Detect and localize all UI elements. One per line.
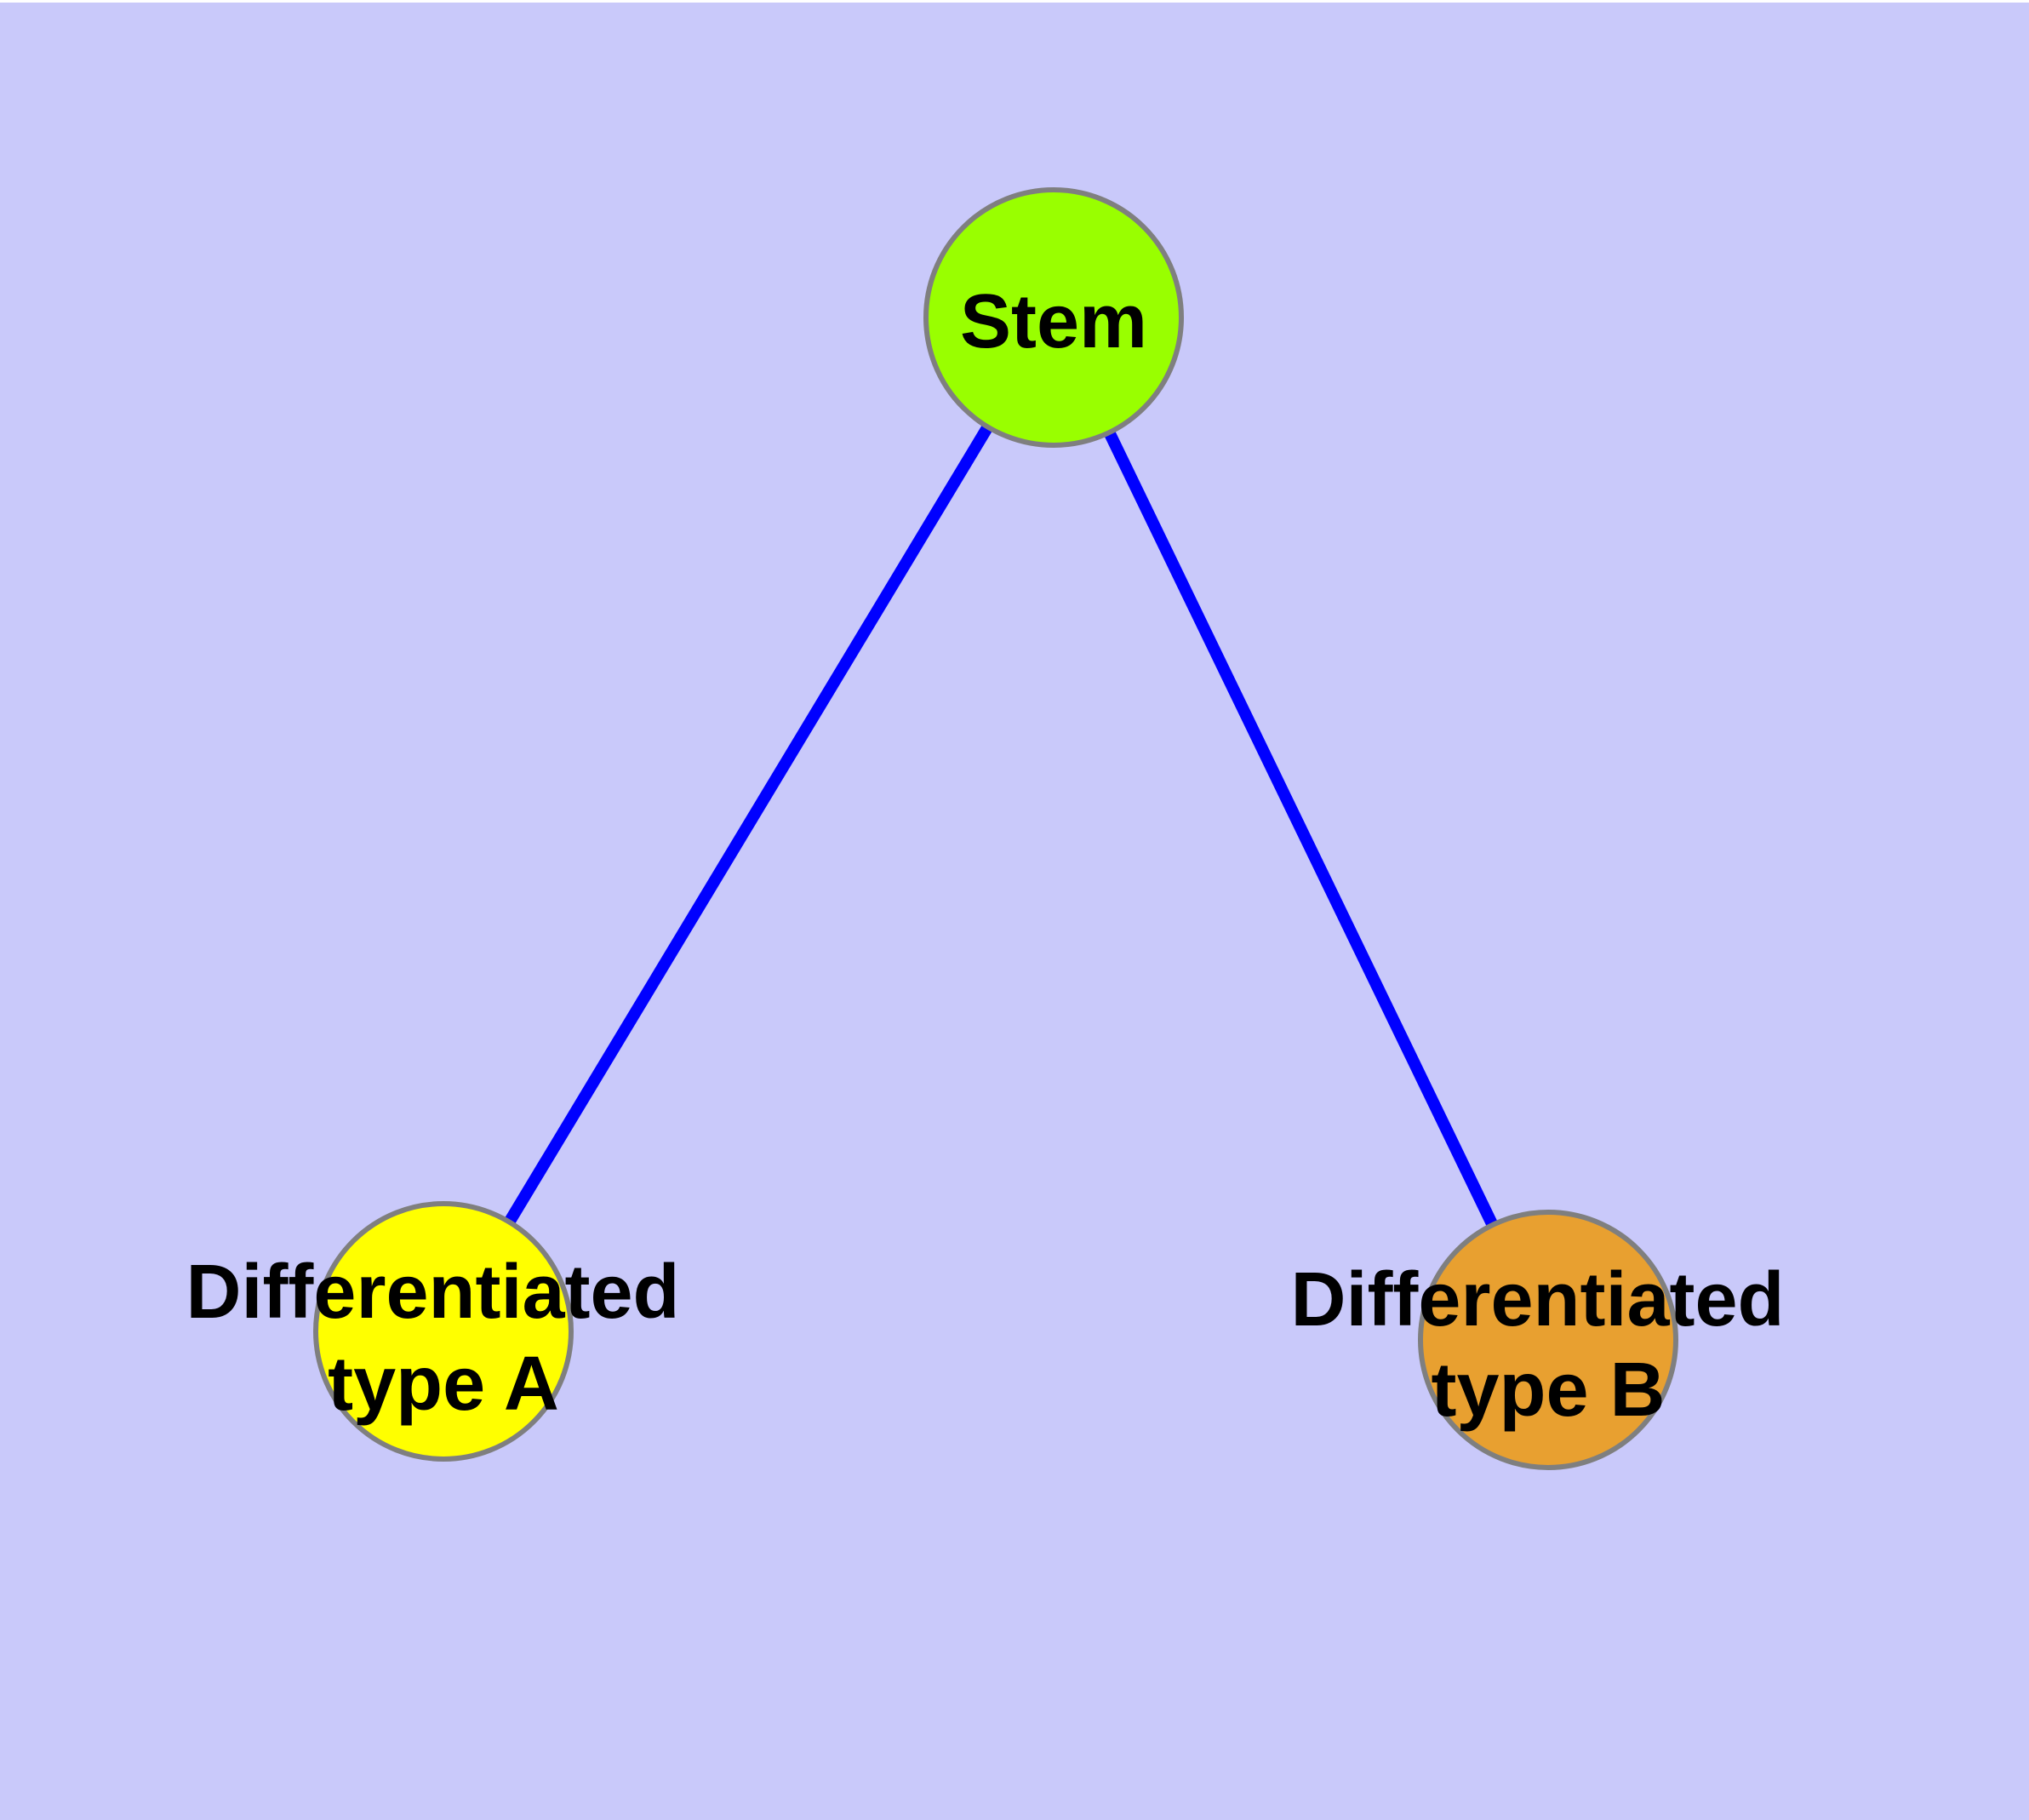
differentiated-type-a-node-label: Differentiated type A	[186, 1250, 700, 1427]
edge-stem-to-type-a	[438, 314, 1059, 1335]
label-line: type A	[328, 1342, 559, 1427]
differentiated-type-b-node-label: Differentiated type B	[1290, 1257, 1805, 1433]
stem-node-label: Stem	[960, 279, 1147, 364]
stem-node	[923, 187, 1184, 448]
edge-stem-to-type-b	[1048, 314, 1554, 1343]
label-line: type B	[1431, 1348, 1665, 1433]
label-line: Differentiated	[186, 1250, 679, 1335]
label-line: Differentiated	[1290, 1257, 1784, 1342]
differentiated-type-a-node	[313, 1201, 574, 1462]
differentiated-type-b-node	[1418, 1210, 1678, 1470]
